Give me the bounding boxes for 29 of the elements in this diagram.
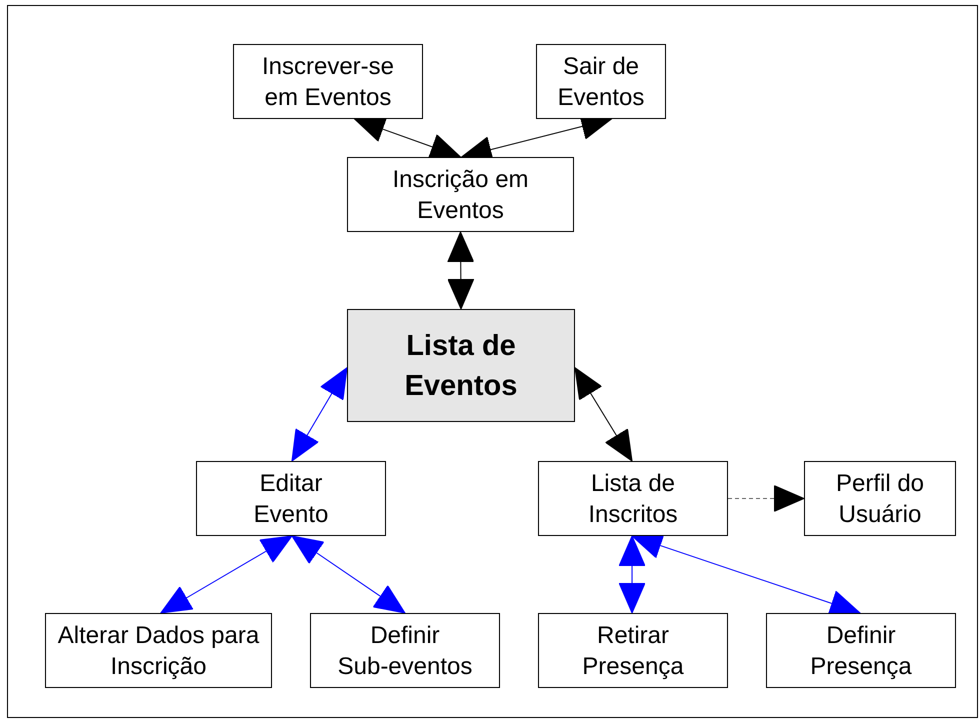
node-label: Definir Presença [809,620,913,682]
double-arrow [291,536,406,614]
node-label: Inscrever-se em Eventos [260,52,396,112]
double-arrow [447,232,474,310]
process-box [347,309,575,422]
node-label: Definir Sub-eventos [336,620,474,682]
process-box [196,461,386,536]
double-arrow [574,367,633,462]
arrow [728,485,804,512]
process-box [45,613,272,688]
node-label: Lista de Inscritos [587,468,679,530]
double-arrow [291,367,348,462]
process-box [536,44,666,119]
process-box [310,613,500,688]
node-label: Alterar Dados para Inscrição [56,620,260,682]
process-box [538,613,728,688]
process-box [766,613,956,688]
node-label: Retirar Presença [581,620,685,682]
node-label: Editar Evento [252,468,330,530]
node-label: Inscrição em Eventos [391,164,530,226]
process-box [538,461,728,536]
process-box [804,461,956,536]
process-box [347,157,574,232]
node-label: Perfil do Usuário [834,468,926,530]
double-arrow [160,536,292,614]
node-label: Lista de Eventos [404,328,518,404]
process-box [233,44,423,119]
double-arrow [618,536,646,614]
node-label: Sair de Eventos [556,52,646,112]
